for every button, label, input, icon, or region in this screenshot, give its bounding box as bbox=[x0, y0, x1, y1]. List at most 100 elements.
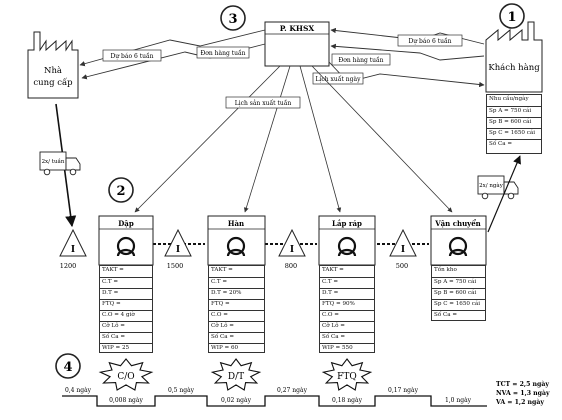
svg-text:Lịch sản xuất tuần: Lịch sản xuất tuần bbox=[235, 99, 292, 107]
info-label-order-supplier: Đơn hàng tuần bbox=[196, 46, 250, 59]
process-data-box-han: TAKT = C.T = D.T = 20% FTQ = C.O = Cỡ Lô… bbox=[208, 265, 265, 353]
svg-text:C/O: C/O bbox=[117, 372, 134, 382]
summary-tct: TCT = 2,5 ngày bbox=[496, 381, 549, 388]
customer-truck-icon: 2x/ ngày bbox=[477, 175, 519, 200]
svg-text:Đơn hàng tuần: Đơn hàng tuần bbox=[338, 56, 383, 64]
customer-factory-icon: Khách hàng bbox=[485, 21, 543, 93]
svg-text:Đơn hàng tuần: Đơn hàng tuần bbox=[200, 49, 245, 57]
customer-material-arrow bbox=[487, 155, 521, 233]
process-data-box-dap: TAKT = C.T = D.T = FTQ = C.O = 4 giờ Cỡ … bbox=[99, 265, 153, 353]
marker-3: 3 bbox=[220, 5, 246, 31]
marker-2: 2 bbox=[108, 177, 134, 203]
supplier-truck-frequency: 2x/ tuần bbox=[42, 157, 65, 165]
data-row: D.T = bbox=[100, 288, 152, 298]
data-row: WIP = 60 bbox=[209, 343, 264, 353]
inventory-initial-qty: 1200 bbox=[60, 262, 77, 270]
process-name-han: Hàn bbox=[228, 219, 244, 228]
operator-icon bbox=[448, 236, 468, 257]
process-time: 1,0 ngày bbox=[445, 397, 472, 404]
data-row: Cỡ Lô = bbox=[320, 321, 374, 331]
customer-demand-box: Nhu cầu/ngày Sp A = 750 cái Sp B = 600 c… bbox=[486, 94, 542, 154]
inventory-qty-3: 500 bbox=[396, 262, 408, 270]
kaizen-burst-ftq: FTQ bbox=[321, 358, 373, 391]
lead-time-summary: TCT = 2,5 ngày NVA = 1,3 ngày VA = 1,2 n… bbox=[495, 381, 550, 406]
production-control-box: P. KHSX bbox=[264, 21, 330, 67]
svg-text:FTQ: FTQ bbox=[337, 372, 357, 382]
data-row: D.T = 20% bbox=[209, 288, 264, 298]
demand-row: Sp B = 600 cái bbox=[487, 117, 541, 127]
svg-text:I: I bbox=[71, 245, 75, 255]
process-data-box-van-chuyen: Tồn kho Sp A = 750 cái Sp B = 600 cái Sp… bbox=[431, 265, 486, 321]
svg-text:Lịch xuất ngày: Lịch xuất ngày bbox=[316, 76, 362, 83]
process-name-lap-rap: Lắp ráp bbox=[332, 219, 362, 228]
data-row: Sp C = 1650 cái bbox=[432, 299, 485, 309]
wait-time: 0,27 ngày bbox=[277, 387, 308, 394]
supplier-label-line1: Nhà bbox=[44, 65, 62, 76]
production-control-title: P. KHSX bbox=[280, 24, 315, 33]
operator-icon bbox=[116, 236, 136, 257]
kaizen-burst-co: C/O bbox=[98, 358, 154, 391]
data-row: FTQ = bbox=[100, 299, 152, 309]
process-box-van-chuyen: Vận chuyển bbox=[430, 215, 487, 266]
svg-text:2: 2 bbox=[116, 184, 125, 199]
data-row: C.T = bbox=[320, 277, 374, 287]
data-row: Sp A = 750 cái bbox=[432, 277, 485, 287]
data-row: TAKT = bbox=[211, 267, 233, 273]
info-label-production-schedule: Lịch sản xuất tuần bbox=[225, 96, 301, 109]
info-label-daily-shipping: Lịch xuất ngày bbox=[312, 72, 364, 85]
process-name-dap: Dập bbox=[118, 219, 134, 228]
process-time: 0,18 ngày bbox=[332, 397, 363, 404]
inventory-triangle-1: I 1500 bbox=[153, 228, 205, 270]
svg-text:I: I bbox=[290, 245, 294, 255]
svg-text:Dự báo 6 tuần: Dự báo 6 tuần bbox=[408, 37, 451, 45]
data-row: C.O = 4 giờ bbox=[100, 310, 152, 320]
svg-text:4: 4 bbox=[63, 360, 72, 375]
data-row: TAKT = bbox=[322, 267, 344, 273]
inventory-qty-2: 800 bbox=[285, 262, 297, 270]
marker-4: 4 bbox=[55, 353, 81, 379]
data-row: TAKT = bbox=[102, 267, 124, 273]
data-row: Số Ca = bbox=[432, 310, 485, 320]
data-row: D.T = bbox=[320, 288, 374, 298]
demand-row: Sp A = 750 cái bbox=[487, 106, 541, 116]
data-row: C.O = bbox=[209, 310, 264, 320]
supplier-label-line2: cung cấp bbox=[33, 77, 73, 88]
customer-label: Khách hàng bbox=[488, 62, 540, 73]
operator-icon bbox=[337, 236, 357, 257]
data-row: Số Ca = bbox=[100, 332, 152, 342]
svg-text:1: 1 bbox=[507, 10, 516, 25]
timeline-process-times: 0,008 ngày 0,02 ngày 0,18 ngày 1,0 ngày bbox=[109, 397, 472, 404]
process-data-box-lap-rap: TAKT = C.T = D.T = FTQ = 90% C.O = Cỡ Lô… bbox=[319, 265, 375, 353]
summary-nva: NVA = 1,3 ngày bbox=[496, 390, 550, 397]
process-time: 0,02 ngày bbox=[221, 397, 252, 404]
inventory-triangle-3: I 500 bbox=[377, 228, 429, 270]
wait-time: 0,4 ngày bbox=[65, 387, 92, 394]
info-label-forecast-supplier: Dự báo 6 tuần bbox=[102, 49, 162, 62]
data-row: Cỡ Lô = bbox=[209, 321, 264, 331]
timeline-wait-times: 0,4 ngày 0,5 ngày 0,27 ngày 0,17 ngày bbox=[65, 387, 419, 394]
svg-text:I: I bbox=[176, 245, 180, 255]
svg-text:3: 3 bbox=[228, 12, 237, 27]
supplier-factory-icon: Nhà cung cấp bbox=[27, 31, 79, 99]
data-row: FTQ = bbox=[209, 299, 264, 309]
demand-row: Sp C = 1650 cái bbox=[487, 128, 541, 138]
summary-va: VA = 1,2 ngày bbox=[495, 399, 544, 406]
data-row: Cỡ Lô = bbox=[100, 321, 152, 331]
demand-row: Số Ca = bbox=[487, 139, 541, 149]
svg-text:I: I bbox=[401, 245, 405, 255]
supplier-truck-icon: 2x/ tuần bbox=[39, 151, 81, 176]
data-row: C.O = bbox=[320, 310, 374, 320]
process-box-dap: Dập bbox=[98, 215, 154, 266]
data-row: Tồn kho bbox=[434, 267, 457, 273]
data-row: FTQ = 90% bbox=[320, 299, 374, 309]
inventory-qty-1: 1500 bbox=[167, 262, 184, 270]
svg-text:Dự báo 6 tuần: Dự báo 6 tuần bbox=[110, 52, 153, 60]
customer-truck-frequency: 2x/ ngày bbox=[479, 182, 504, 189]
process-time: 0,008 ngày bbox=[109, 397, 143, 404]
operator-icon bbox=[226, 236, 246, 257]
data-row: Số Ca = bbox=[209, 332, 264, 342]
info-label-forecast-customer: Dự báo 6 tuần bbox=[397, 34, 463, 47]
process-box-lap-rap: Lắp ráp bbox=[318, 215, 376, 266]
schedule-lines bbox=[134, 65, 453, 213]
